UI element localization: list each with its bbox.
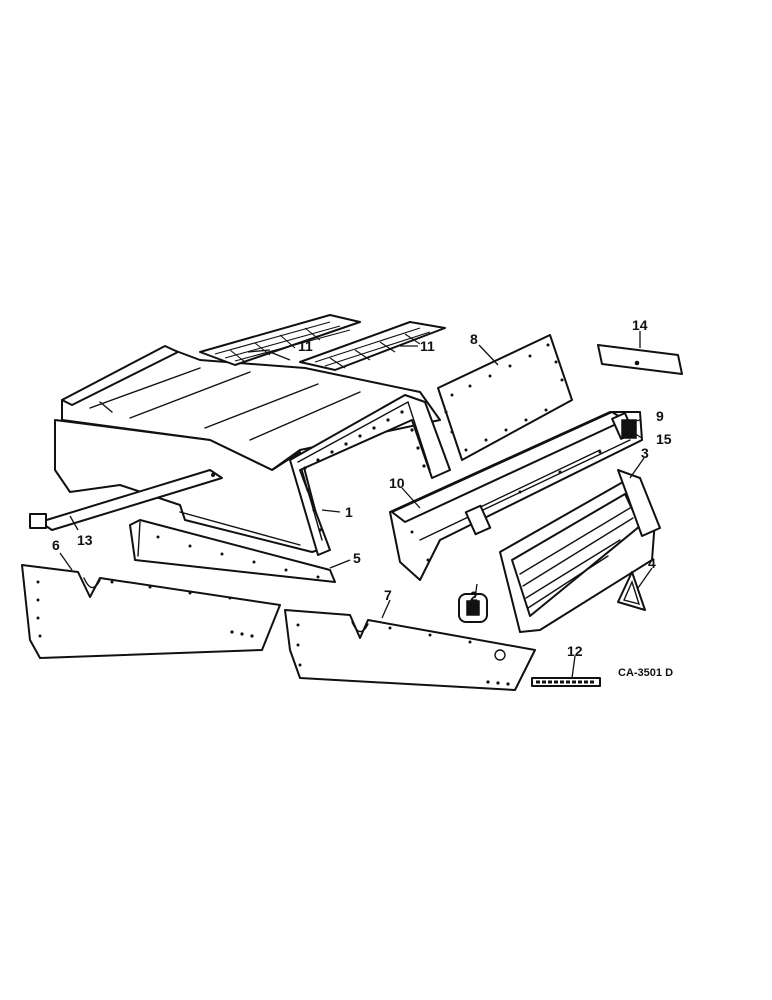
- callouts: 1 2 3 4 5 6 7 8 9 10 11 11 12 13 14 15: [52, 317, 672, 659]
- tread-plate-left: [199, 314, 361, 366]
- callout-9: 9: [656, 408, 664, 424]
- callout-11b: 11: [420, 338, 435, 354]
- callout-7: 7: [384, 587, 392, 603]
- triangle-bracket: [617, 571, 646, 611]
- callout-2: 2: [470, 588, 478, 604]
- callout-10: 10: [389, 475, 405, 491]
- side-shield-left: [21, 564, 281, 659]
- top-bracket: [597, 344, 683, 375]
- callout-11a: 11: [298, 338, 313, 354]
- drawing-code: CA-3501 D: [618, 667, 673, 679]
- support-strut: [29, 469, 223, 531]
- callout-12: 12: [567, 643, 583, 659]
- end-bracket: [621, 419, 637, 439]
- tread-plate-right: [299, 321, 446, 371]
- decal-strip: [531, 677, 601, 687]
- hood-shell: [54, 345, 451, 556]
- rear-panel: [437, 334, 573, 461]
- callout-8: 8: [470, 331, 478, 347]
- grille-frame: [499, 469, 661, 633]
- front-bar: [389, 411, 643, 581]
- callout-14: 14: [632, 317, 648, 333]
- clip: [458, 593, 488, 623]
- callout-13: 13: [77, 532, 93, 548]
- callout-4: 4: [648, 555, 656, 571]
- callout-15: 15: [656, 431, 672, 447]
- skirt-rail: [129, 519, 336, 583]
- callout-1: 1: [345, 504, 353, 520]
- leader-lines: [59, 331, 653, 679]
- callout-6: 6: [52, 537, 60, 553]
- callout-5: 5: [353, 550, 361, 566]
- side-shield-right: [284, 609, 536, 691]
- callout-3: 3: [641, 445, 649, 461]
